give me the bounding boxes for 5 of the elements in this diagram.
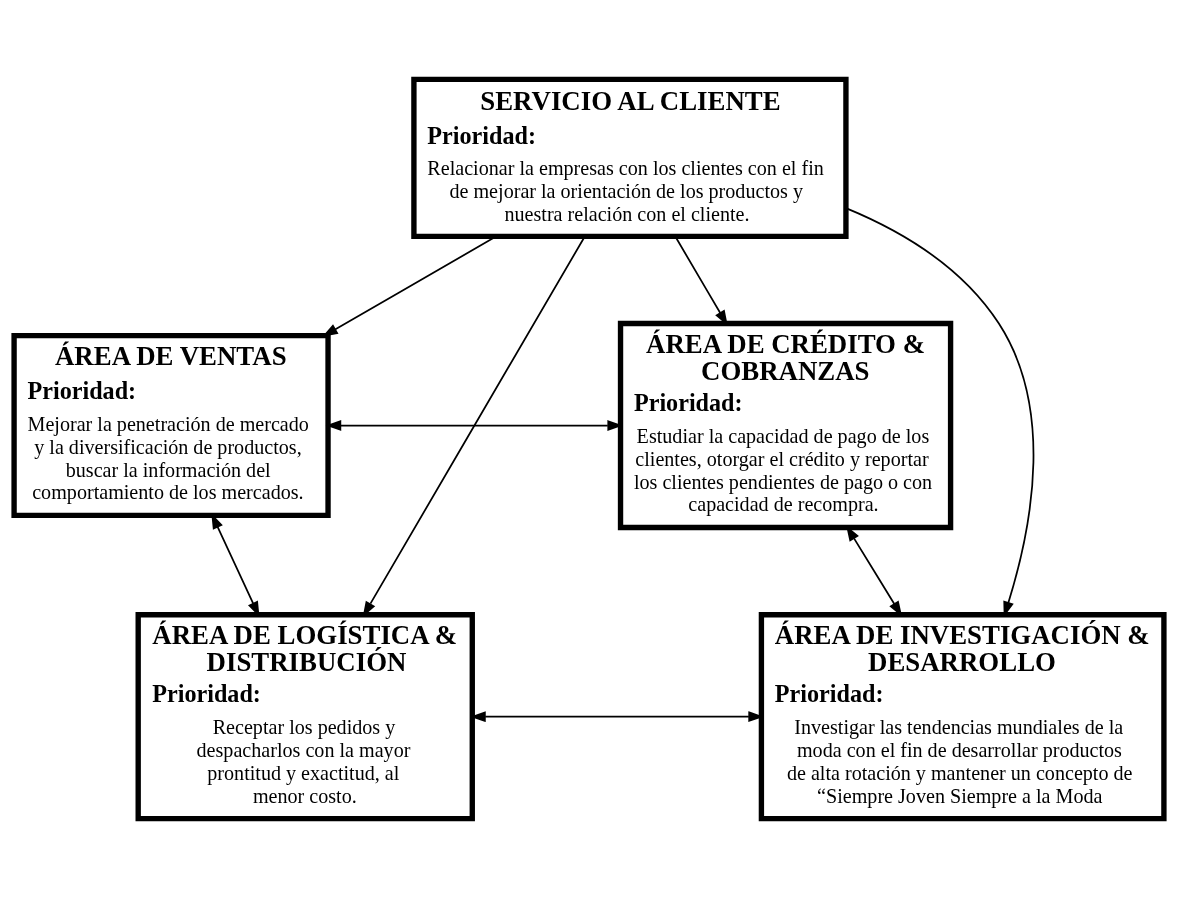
node-box: ÁREA DE CRÉDITO & COBRANZAS Prioridad: Estudiar la capacidad de pago de los clientes, otorgar el crédito y reportar los clientes pendientes de pago o con capacidad de recompra. bbox=[617, 320, 954, 530]
node-box: ÁREA DE VENTAS Prioridad: Mejorar la penetración de mercado y la diversificación de productos, buscar la información del comportamiento de los mercados. bbox=[11, 332, 331, 518]
node-box: ÁREA DE INVESTIGACIÓN & DESARROLLO Prioridad: Investigar las tendencias mundiales de la moda con el fin de desarrollar productos de alta rotación y mantener un concepto de “Siempre Joven Siempre a la Moda bbox=[758, 611, 1167, 821]
node-box: SERVICIO AL CLIENTE Prioridad: Relacionar la empresas con los clientes con el fin de mejorar la orientación de los productos y nuestra relación con el cliente. bbox=[411, 76, 849, 239]
node-box: ÁREA DE LOGÍSTICA & DISTRIBUCIÓN Prioridad: Receptar los pedidos y despacharlos con la mayor prontitud y exactitud, al menor costo. bbox=[135, 611, 475, 821]
